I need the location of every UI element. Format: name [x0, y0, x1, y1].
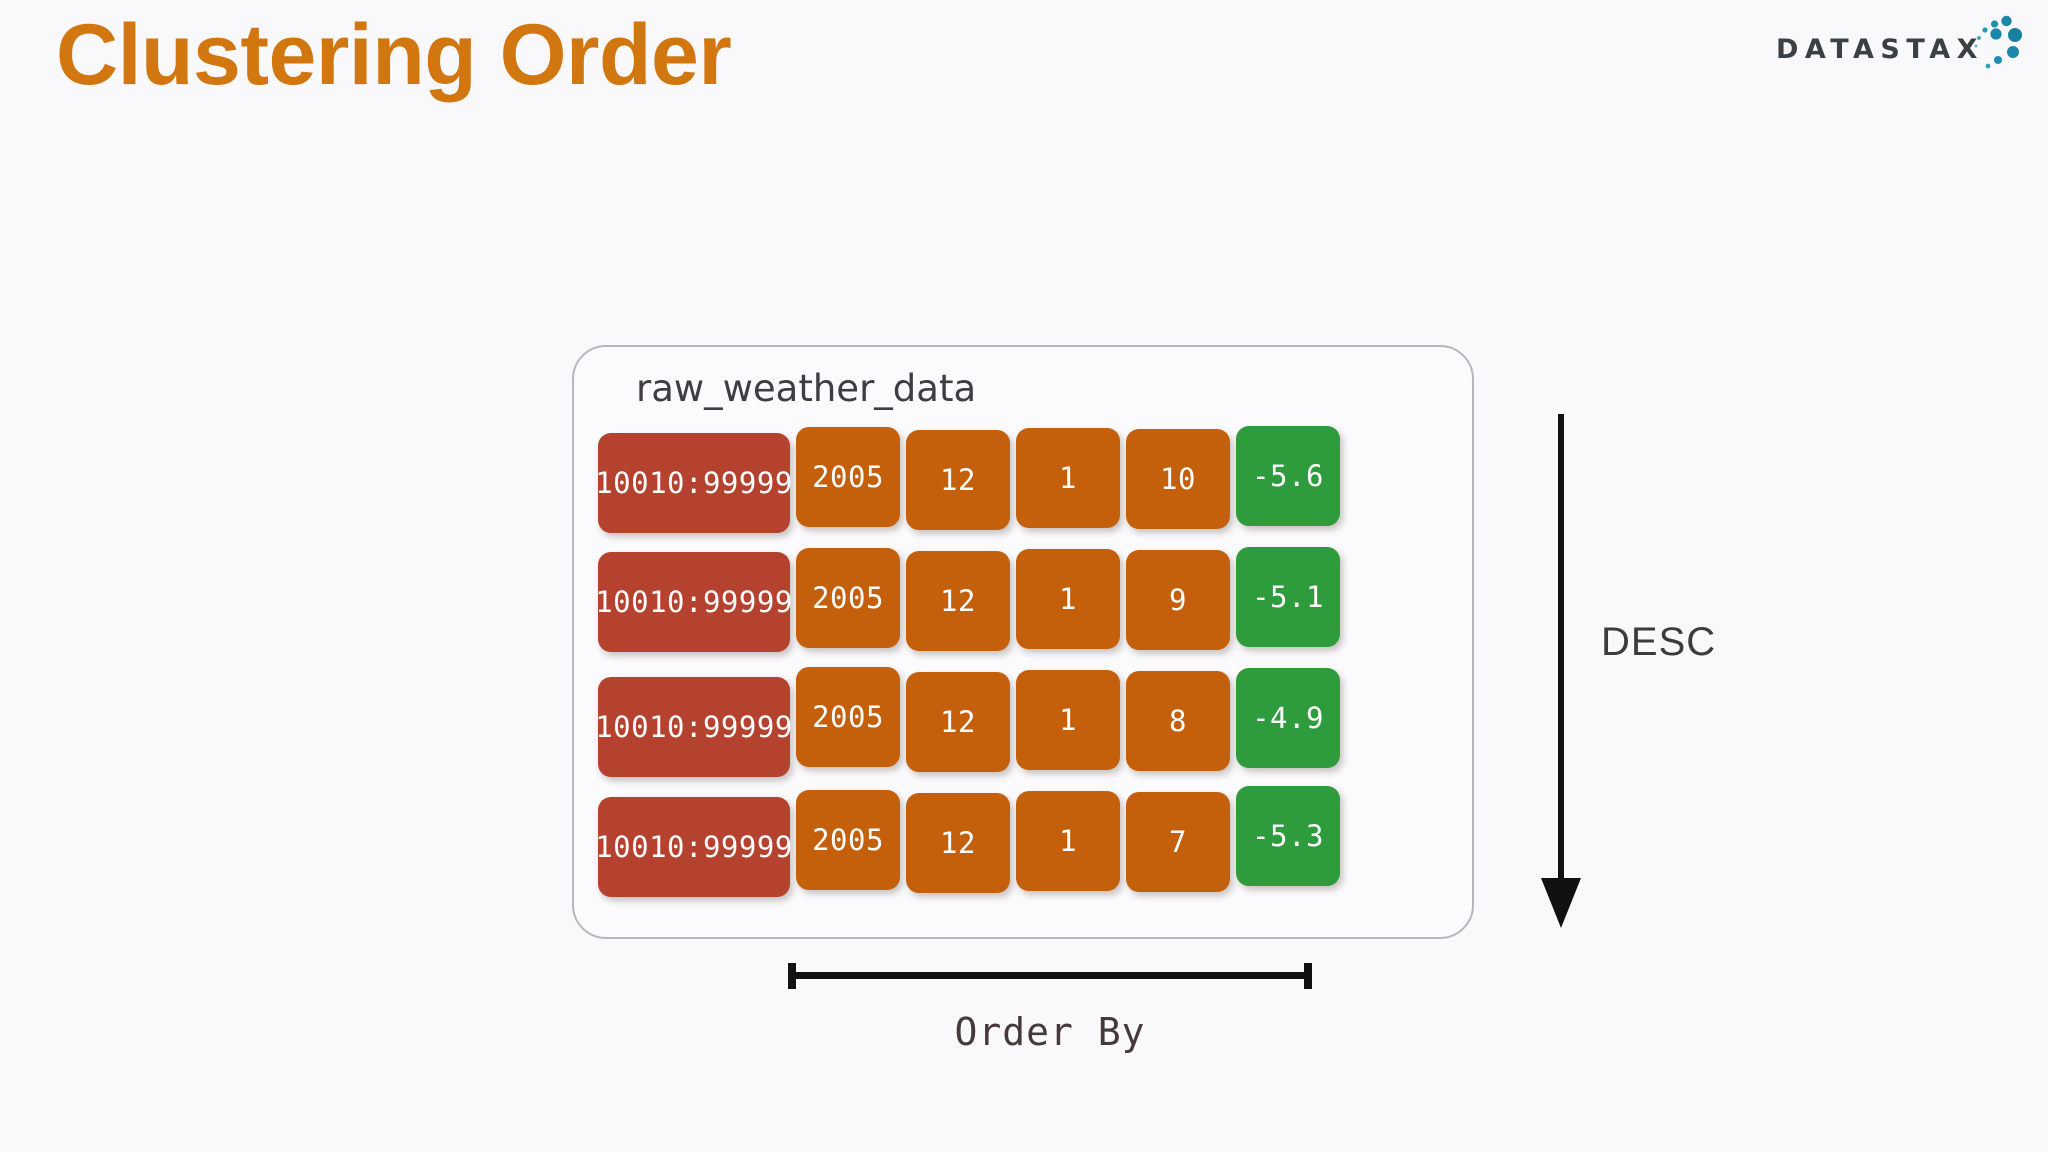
cell-year: 2005: [796, 667, 900, 767]
cell-temperature: -5.3: [1236, 786, 1340, 886]
order-by-bracket-icon: [788, 963, 1312, 989]
cell-day: 1: [1016, 670, 1120, 770]
table-grid: 10010:99999 2005 12 1 10 -5.6 10010:9999…: [595, 423, 1340, 902]
datastax-wordmark: DATASTAX: [1776, 34, 1984, 65]
cell-partition-key: 10010:99999: [595, 552, 792, 652]
cell-hour: 10: [1126, 429, 1230, 529]
cell-day: 1: [1016, 791, 1120, 891]
sort-direction-label: DESC: [1601, 620, 1717, 664]
cell-month: 12: [906, 430, 1010, 530]
cell-year: 2005: [796, 427, 900, 527]
descending-arrow-icon: [1541, 414, 1581, 928]
cell-day: 1: [1016, 549, 1120, 649]
cell-partition-key: 10010:99999: [595, 677, 792, 777]
cell-temperature: -5.1: [1236, 547, 1340, 647]
cell-hour: 9: [1126, 550, 1230, 650]
cell-partition-key: 10010:99999: [595, 433, 792, 533]
cell-temperature: -5.6: [1236, 426, 1340, 526]
cell-hour: 8: [1126, 671, 1230, 771]
table-row: 10010:99999 2005 12 1 7 -5.3: [595, 786, 1340, 902]
datastax-dot-ring-icon: [1974, 15, 2022, 69]
cell-partition-key: 10010:99999: [595, 797, 792, 897]
cell-month: 12: [906, 672, 1010, 772]
cell-month: 12: [906, 793, 1010, 893]
page-title: Clustering Order: [56, 7, 732, 103]
order-by-label: Order By: [954, 1010, 1146, 1054]
table-row: 10010:99999 2005 12 1 9 -5.1: [595, 544, 1340, 660]
table-row: 10010:99999 2005 12 1 10 -5.6: [595, 423, 1340, 539]
cell-day: 1: [1016, 428, 1120, 528]
cell-year: 2005: [796, 790, 900, 890]
cell-hour: 7: [1126, 792, 1230, 892]
cell-month: 12: [906, 551, 1010, 651]
table-caption: raw_weather_data: [636, 367, 977, 410]
cell-year: 2005: [796, 548, 900, 648]
datastax-logo: DATASTAX: [1776, 12, 2026, 74]
cell-temperature: -4.9: [1236, 668, 1340, 768]
table-row: 10010:99999 2005 12 1 8 -4.9: [595, 665, 1340, 781]
raw-weather-data-table-panel: raw_weather_data 10010:99999 2005 12 1 1…: [572, 345, 1474, 939]
